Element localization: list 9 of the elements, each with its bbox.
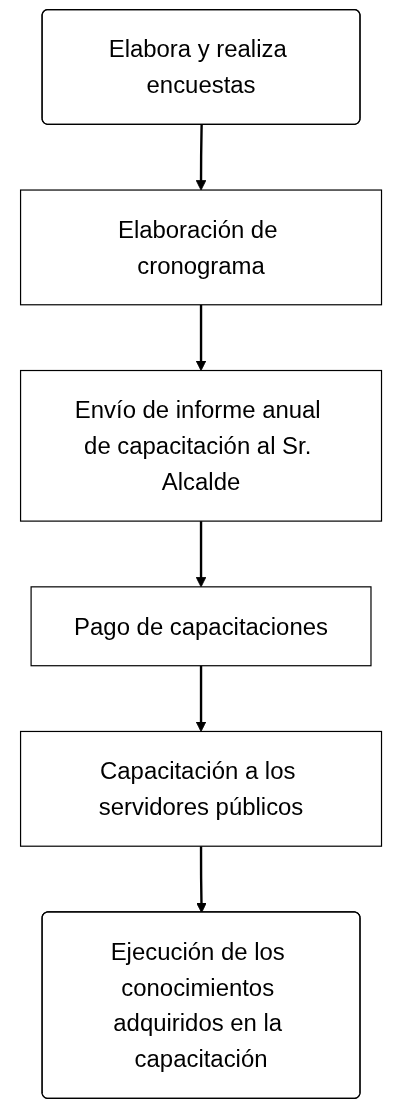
arrow — [195, 665, 207, 732]
arrow — [195, 124, 207, 191]
arrow — [195, 304, 207, 371]
arrow — [195, 521, 207, 588]
node-box: Capacitación a los servidores públicos — [19, 730, 383, 847]
node-box: Envío de informe anual de capacitación al Sr. Alcalde — [19, 369, 383, 522]
node-box: Elaboración de cronograma — [19, 189, 383, 306]
arrow — [196, 846, 207, 913]
node-box: Pago de capacitaciones — [30, 586, 372, 667]
